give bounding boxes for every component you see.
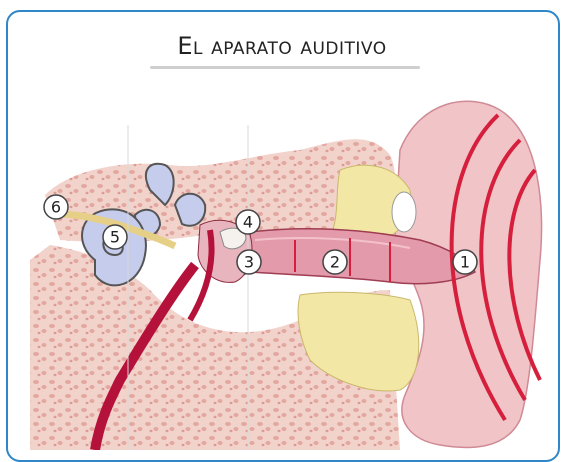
label-6: 6 [44, 195, 68, 219]
label-5: 5 [103, 225, 127, 249]
page: El aparato auditivo [0, 0, 564, 450]
label-1: 1 [453, 250, 477, 274]
label-6-text: 6 [51, 198, 61, 217]
cartilage-notch [392, 192, 416, 232]
label-5-text: 5 [110, 228, 120, 247]
label-4-text: 4 [243, 213, 253, 232]
ear-diagram: 1 2 3 4 5 6 [0, 0, 564, 450]
label-3: 3 [237, 250, 261, 274]
label-2: 2 [323, 250, 347, 274]
label-1-text: 1 [460, 253, 470, 272]
label-4: 4 [236, 210, 260, 234]
label-2-text: 2 [330, 253, 340, 272]
label-3-text: 3 [244, 253, 254, 272]
